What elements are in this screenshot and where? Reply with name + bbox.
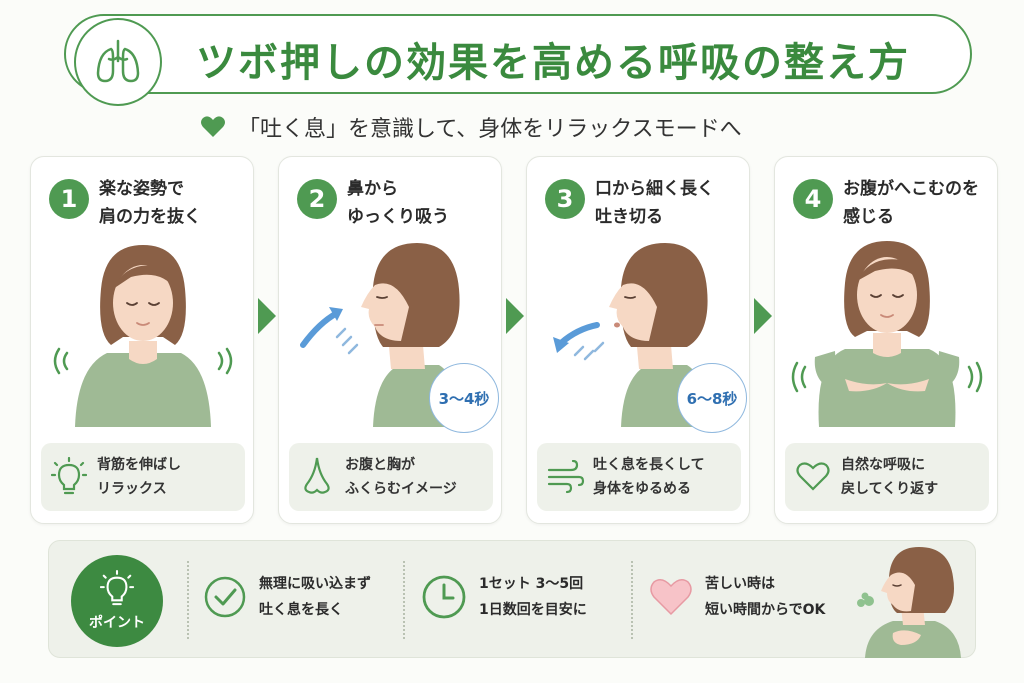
point-item-3: 苦しい時は 短い時間からでOK <box>649 571 825 623</box>
heart-icon <box>650 579 692 616</box>
tip-box: 背筋を伸ばし リラックス <box>41 443 245 511</box>
tip-line1: 自然な呼吸に <box>841 457 925 473</box>
tip-line2: 身体をゆるめる <box>593 481 691 497</box>
step-title: 口から細く長く 吐き切る <box>595 175 745 231</box>
step-card-4: 4 お腹がへこむのを 感じる 自然な呼吸に 戻してくり返す <box>774 156 998 524</box>
divider <box>187 561 189 639</box>
point-label: ポイント <box>89 615 145 631</box>
woman-belly-illustration <box>791 241 983 427</box>
step-card-1: 1 楽な姿勢で 肩の力を抜く 背筋を伸ばし リラックス <box>30 156 254 524</box>
step-title-line1: 鼻から <box>347 179 398 199</box>
point-line1: 苦しい時は <box>705 576 775 592</box>
step-card-3: 3 口から細く長く 吐き切る 6〜8秒 吐く息を長くして 身体をゆるめる <box>526 156 750 524</box>
step-arrow-2 <box>506 298 524 334</box>
tip-line2: ふくらむイメージ <box>345 481 457 497</box>
step-title-line1: 口から細く長く <box>595 179 714 199</box>
heart-icon <box>201 116 225 137</box>
duration-badge: 6〜8秒 <box>677 363 747 433</box>
point-line1: 1セット 3〜5回 <box>479 576 584 592</box>
point-item-1: 無理に吸い込まず 吐く息を長く <box>203 571 371 623</box>
step-number: 1 <box>49 179 89 219</box>
step-title: お腹がへこむのを 感じる <box>843 175 993 231</box>
subtitle: 「吐く息」を意識して、身体をリラックスモードへ <box>238 117 742 142</box>
point-panel: ポイント 無理に吸い込まず 吐く息を長く 1セット 3〜5回 1日数回を目安に … <box>48 540 976 658</box>
tip-box: 自然な呼吸に 戻してくり返す <box>785 443 989 511</box>
heart-outline-icon <box>796 462 830 491</box>
title-banner: ツボ押しの効果を高める呼吸の整え方 <box>64 14 972 106</box>
step-number: 4 <box>793 179 833 219</box>
point-line2: 短い時間からでOK <box>705 602 826 618</box>
tip-line2: リラックス <box>97 481 167 497</box>
wind-icon <box>547 460 585 494</box>
step-title-line2: 吐き切る <box>595 207 663 227</box>
woman-hand-on-chest-illustration <box>857 547 961 658</box>
step-number: 2 <box>297 179 337 219</box>
step-title: 楽な姿勢で 肩の力を抜く <box>99 175 249 231</box>
point-line2: 吐く息を長く <box>259 602 343 618</box>
tip-box: お腹と胸が ふくらむイメージ <box>289 443 493 511</box>
step-title-line2: ゆっくり吸う <box>347 207 449 227</box>
woman-relaxed-illustration <box>53 245 233 427</box>
point-line1: 無理に吸い込まず <box>259 576 371 592</box>
step-title-line2: 肩の力を抜く <box>99 207 201 227</box>
point-item-2: 1セット 3〜5回 1日数回を目安に <box>421 571 587 623</box>
tip-line1: お腹と胸が <box>345 457 415 473</box>
subtitle-row: 「吐く息」を意識して、身体をリラックスモードへ <box>200 112 742 142</box>
step-number: 3 <box>545 179 585 219</box>
divider <box>403 561 405 639</box>
step-arrow-1 <box>258 298 276 334</box>
divider <box>631 561 633 639</box>
clock-icon <box>422 575 466 619</box>
step-title-line2: 感じる <box>843 207 894 227</box>
step-arrow-3 <box>754 298 772 334</box>
point-badge: ポイント <box>71 555 163 647</box>
check-circle-icon <box>204 576 246 618</box>
point-line2: 1日数回を目安に <box>479 602 587 618</box>
tip-box: 吐く息を長くして 身体をゆるめる <box>537 443 741 511</box>
lightbulb-icon <box>100 570 134 606</box>
lungs-icon-circle <box>74 18 162 106</box>
step-title: 鼻から ゆっくり吸う <box>347 175 497 231</box>
nose-icon <box>304 457 330 494</box>
tip-line1: 吐く息を長くして <box>593 457 705 473</box>
lungs-icon <box>96 39 140 83</box>
tip-line2: 戻してくり返す <box>841 481 939 497</box>
step-title-line1: 楽な姿勢で <box>99 179 184 199</box>
lightbulb-icon <box>51 457 87 495</box>
page-title: ツボ押しの効果を高める呼吸の整え方 <box>196 40 910 86</box>
tip-line1: 背筋を伸ばし <box>97 457 181 473</box>
step-title-line1: お腹がへこむのを <box>843 179 979 199</box>
step-card-2: 2 鼻から ゆっくり吸う 3〜4秒 お腹と胸が ふくらむイメージ <box>278 156 502 524</box>
duration-badge: 3〜4秒 <box>429 363 499 433</box>
